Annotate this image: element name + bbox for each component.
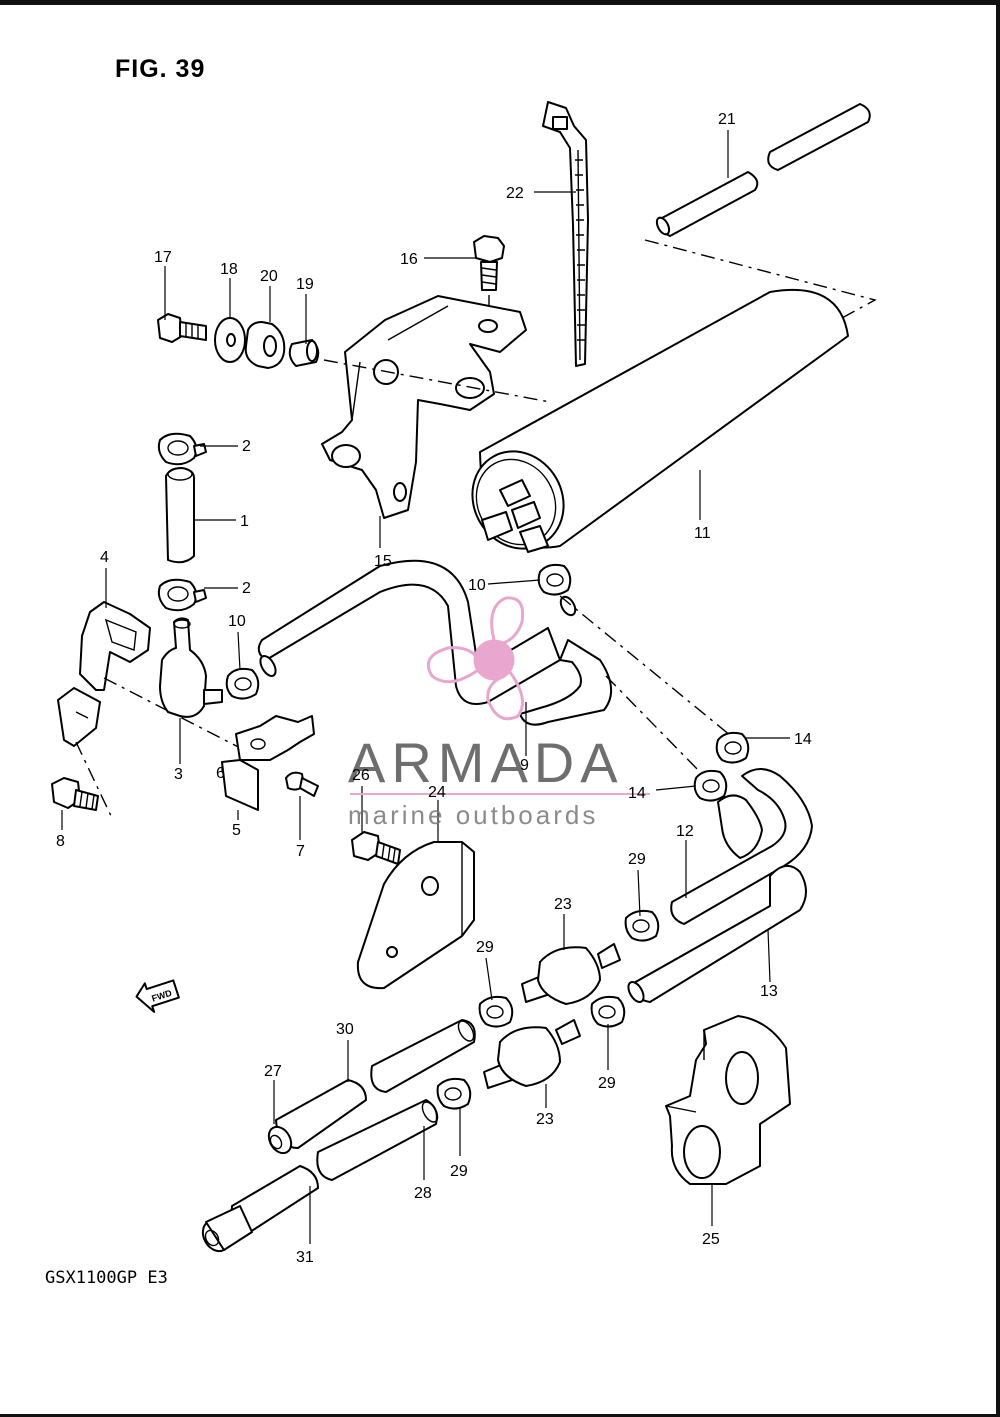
fwd-direction-badge: FWD bbox=[135, 979, 180, 1013]
callout-24: 24 bbox=[428, 784, 446, 801]
part-23-filter-upper bbox=[521, 943, 621, 1005]
part-4-bracket bbox=[79, 601, 151, 691]
part-12-hose bbox=[670, 768, 813, 925]
part-29-clamp-c bbox=[590, 995, 626, 1028]
callout-13: 13 bbox=[760, 983, 778, 1000]
frame-border-top bbox=[0, 0, 1000, 5]
assembly-line-6 bbox=[103, 677, 249, 753]
part-14-clamp-upper bbox=[715, 731, 750, 764]
watermark-logo: ARMADA marine outboards bbox=[348, 596, 650, 830]
part-7-screw bbox=[285, 771, 319, 797]
part-25-mount-block bbox=[665, 1015, 791, 1185]
callout-28: 28 bbox=[414, 1185, 432, 1202]
part-29-clamp-b bbox=[478, 995, 514, 1028]
callout-26: 26 bbox=[352, 767, 370, 784]
callout-23b: 23 bbox=[536, 1111, 554, 1128]
part-2-clamp-lower bbox=[157, 578, 207, 612]
part-27-joint bbox=[267, 1079, 367, 1155]
callout-3: 3 bbox=[174, 766, 183, 783]
assembly-line-8 bbox=[75, 741, 113, 819]
part-14-clamp-lower bbox=[693, 769, 728, 802]
callout-25: 25 bbox=[702, 1231, 720, 1248]
callout-14b: 14 bbox=[628, 785, 646, 802]
part-6-clamp bbox=[235, 715, 315, 761]
watermark-brand: ARMADA bbox=[348, 731, 624, 794]
callout-11: 11 bbox=[694, 525, 711, 542]
part-15-bracket bbox=[321, 295, 527, 519]
callout-17: 17 bbox=[154, 249, 172, 266]
part-13-hose bbox=[627, 865, 807, 1003]
callout-15: 15 bbox=[374, 553, 392, 570]
callout-6: 6 bbox=[216, 765, 225, 782]
callout-31: 31 bbox=[296, 1249, 314, 1266]
callout-9: 9 bbox=[520, 757, 529, 774]
callout-30: 30 bbox=[336, 1021, 354, 1038]
part-17-bolt bbox=[157, 313, 207, 343]
part-16-bolt bbox=[473, 235, 505, 291]
callout-10a: 10 bbox=[228, 613, 246, 630]
callout-27: 27 bbox=[264, 1063, 282, 1080]
callout-5: 5 bbox=[232, 822, 241, 839]
callout-14a: 14 bbox=[794, 731, 812, 748]
callout-numbers: 1 2 2 3 4 5 6 7 8 9 10 10 11 12 13 14 14… bbox=[56, 111, 812, 1266]
frame-border-bottom bbox=[0, 1414, 1000, 1417]
callout-19: 19 bbox=[296, 276, 314, 293]
part-22-cable-tie bbox=[542, 101, 589, 367]
part-29-clamp-a bbox=[624, 909, 660, 942]
part-1-hose bbox=[165, 467, 195, 564]
callout-29c: 29 bbox=[598, 1075, 616, 1092]
callout-23a: 23 bbox=[554, 896, 572, 913]
callout-29d: 29 bbox=[450, 1163, 468, 1180]
callout-2b: 2 bbox=[242, 580, 251, 597]
callout-2a: 2 bbox=[242, 438, 251, 455]
part-30-hose bbox=[370, 1019, 476, 1093]
part-21-hose bbox=[655, 103, 871, 237]
part-31-joint bbox=[201, 1165, 319, 1253]
part-8-bracket-plate bbox=[57, 687, 101, 747]
callout-18: 18 bbox=[220, 261, 238, 278]
assembly-line-14b bbox=[605, 675, 703, 775]
assembly-line-21 bbox=[644, 239, 877, 331]
part-18-washer bbox=[214, 317, 246, 363]
callout-29b: 29 bbox=[476, 939, 494, 956]
part-26-bolt bbox=[351, 831, 401, 865]
callout-29a: 29 bbox=[628, 851, 646, 868]
callout-10b: 10 bbox=[468, 577, 486, 594]
assembly-line-19 bbox=[323, 359, 551, 403]
part-20-grommet bbox=[244, 321, 286, 369]
part-11-canister bbox=[471, 288, 849, 553]
callout-7: 7 bbox=[296, 843, 305, 860]
callout-20: 20 bbox=[260, 268, 278, 285]
part-2-clamp-upper bbox=[157, 432, 207, 466]
callout-12: 12 bbox=[676, 823, 694, 840]
callout-21: 21 bbox=[718, 111, 736, 128]
leader-lines bbox=[61, 130, 790, 1244]
part-29-clamp-d bbox=[436, 1077, 472, 1110]
frame-border-right bbox=[996, 0, 1000, 1417]
assembly-line-14a bbox=[559, 595, 737, 741]
callout-4: 4 bbox=[100, 549, 109, 566]
callout-8: 8 bbox=[56, 833, 65, 850]
part-10-clamp-right bbox=[537, 563, 572, 596]
callout-1: 1 bbox=[240, 513, 249, 530]
model-code: GSX1100GP E3 bbox=[45, 1268, 168, 1288]
propeller-icon bbox=[427, 596, 525, 721]
part-10-clamp-left bbox=[225, 667, 260, 700]
part-19-collar bbox=[288, 339, 320, 367]
part-3-valve bbox=[159, 617, 223, 718]
part-24-bracket bbox=[356, 841, 475, 990]
part-23-filter-lower bbox=[483, 1019, 581, 1089]
watermark-tagline: marine outboards bbox=[348, 800, 598, 830]
figure-title: FIG. 39 bbox=[115, 55, 206, 83]
part-28-hose bbox=[316, 1099, 439, 1181]
part-5-plate bbox=[221, 759, 259, 811]
callout-22: 22 bbox=[506, 185, 524, 202]
callout-16: 16 bbox=[400, 251, 418, 268]
part-8-bolt bbox=[51, 777, 99, 811]
